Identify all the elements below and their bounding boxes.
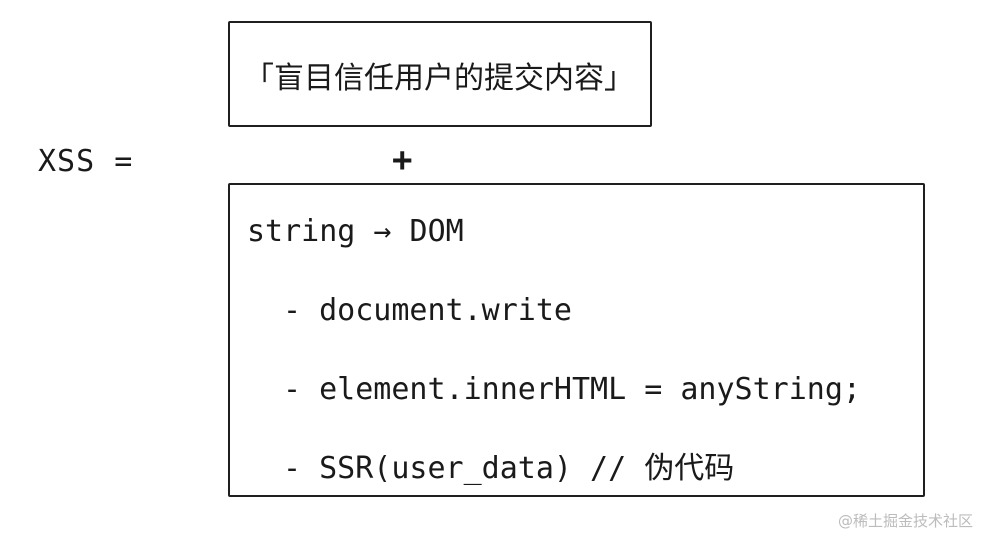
code-line-document-write: - document.write [283, 293, 572, 328]
equation-lhs: XSS = [38, 144, 134, 179]
code-line-string-to-dom: string → DOM [247, 214, 464, 249]
code-line-inner-html: - element.innerHTML = anyString; [283, 372, 861, 407]
plus-operator: + [392, 140, 413, 180]
watermark: @稀土掘金技术社区 [837, 512, 973, 530]
trust-user-input-text: 「盲目信任用户的提交内容」 [244, 61, 634, 96]
string-to-dom-box: string → DOM - document.write - element.… [228, 183, 925, 497]
trust-user-input-box: 「盲目信任用户的提交内容」 [228, 21, 652, 127]
code-line-ssr: - SSR(user_data) // 伪代码 [283, 451, 735, 486]
